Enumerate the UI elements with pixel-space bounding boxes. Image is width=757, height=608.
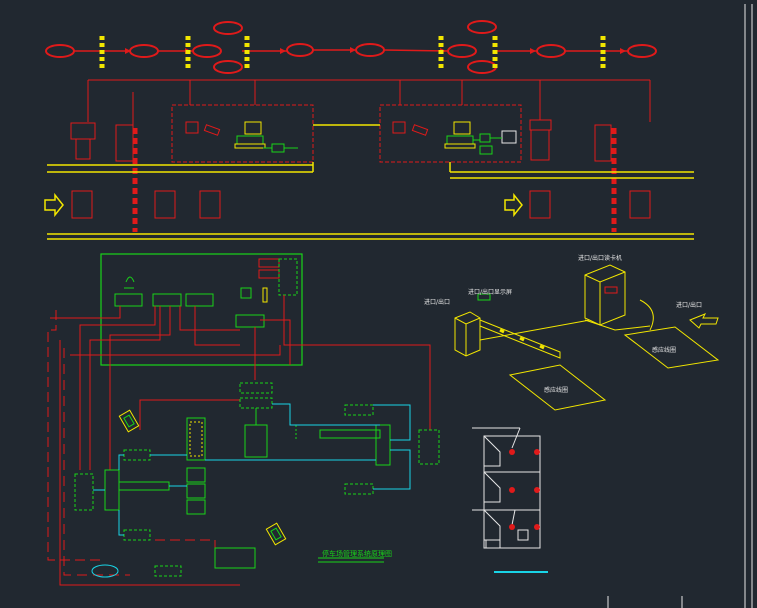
road-loops xyxy=(71,190,651,219)
middle-devices xyxy=(74,382,440,578)
control-panel xyxy=(100,253,303,366)
road xyxy=(47,162,694,240)
layout-title-group xyxy=(318,557,384,563)
sensing-zone-label-2: 感应线圈 xyxy=(652,346,676,354)
entrance-reader-label: 进口/出口读卡机 xyxy=(578,254,622,262)
wiring-cyan xyxy=(93,403,548,573)
sensing-zone-label: 感应线圈 xyxy=(544,386,568,394)
cabinet-elevation xyxy=(472,427,541,549)
isometric-gate xyxy=(454,264,720,411)
arrow-right-icon xyxy=(504,192,523,218)
top-distribution xyxy=(87,79,651,125)
drawing-frame xyxy=(607,4,753,608)
booth-right xyxy=(379,104,522,163)
entrance-display-label: 进口/出口显示屏 xyxy=(468,288,512,296)
camera-icon xyxy=(265,522,287,546)
booth-left xyxy=(171,104,314,163)
arrow-right-icon xyxy=(44,192,64,218)
entry-devices-top xyxy=(70,119,612,162)
entry-exit-label: 进口/出口 xyxy=(424,298,450,306)
entry-exit-arrow-label: 进口/出口 xyxy=(676,301,702,309)
layout-title: 停车场管理系统原理图 xyxy=(322,549,392,558)
barrier-arms xyxy=(132,128,617,232)
network-chain xyxy=(45,20,657,74)
wiring-red xyxy=(47,295,431,586)
camera-icon xyxy=(118,409,140,433)
